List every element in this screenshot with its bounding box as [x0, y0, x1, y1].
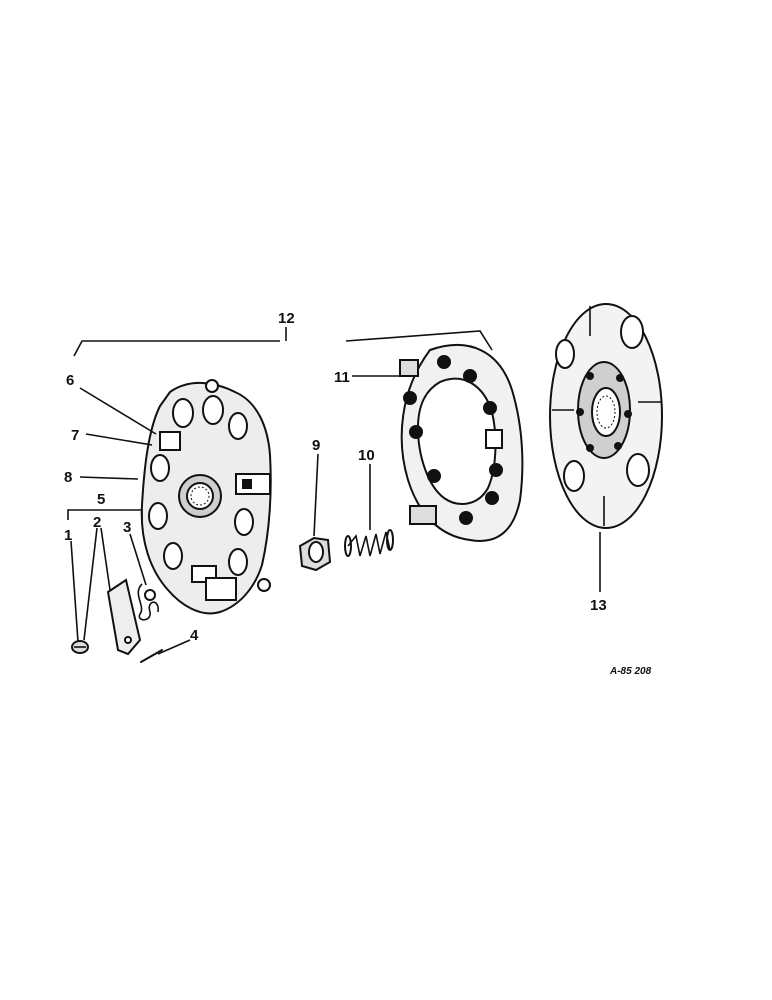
pressure-plate-ring — [399, 344, 524, 542]
callout-5: 5 — [97, 491, 105, 508]
callout-1: 1 — [64, 527, 72, 544]
callout-12: 12 — [278, 310, 295, 327]
callout-3: 3 — [123, 519, 131, 536]
clutch-cover-plate — [140, 379, 272, 615]
callout-9: 9 — [312, 437, 320, 454]
callout-labels: 1 2 3 4 5 6 7 8 9 10 11 12 13 — [64, 310, 607, 644]
callout-11: 11 — [334, 369, 350, 386]
callout-10: 10 — [358, 447, 375, 464]
spring-cup — [298, 536, 332, 572]
lever-spring — [137, 583, 159, 621]
callout-13: 13 — [590, 597, 607, 614]
clutch-disc — [549, 303, 663, 529]
adjusting-screw — [71, 640, 89, 654]
callout-2: 2 — [93, 514, 101, 531]
leader-lines — [67, 375, 601, 655]
callout-4: 4 — [190, 627, 199, 644]
pressure-spring — [344, 529, 394, 557]
lever-pin — [140, 649, 163, 663]
assembly-bracket-12 — [73, 327, 493, 357]
reference-code: A-85 208 — [609, 666, 652, 677]
callout-8: 8 — [64, 469, 72, 486]
release-lever — [106, 578, 142, 656]
callout-7: 7 — [71, 427, 79, 444]
callout-6: 6 — [66, 372, 74, 389]
